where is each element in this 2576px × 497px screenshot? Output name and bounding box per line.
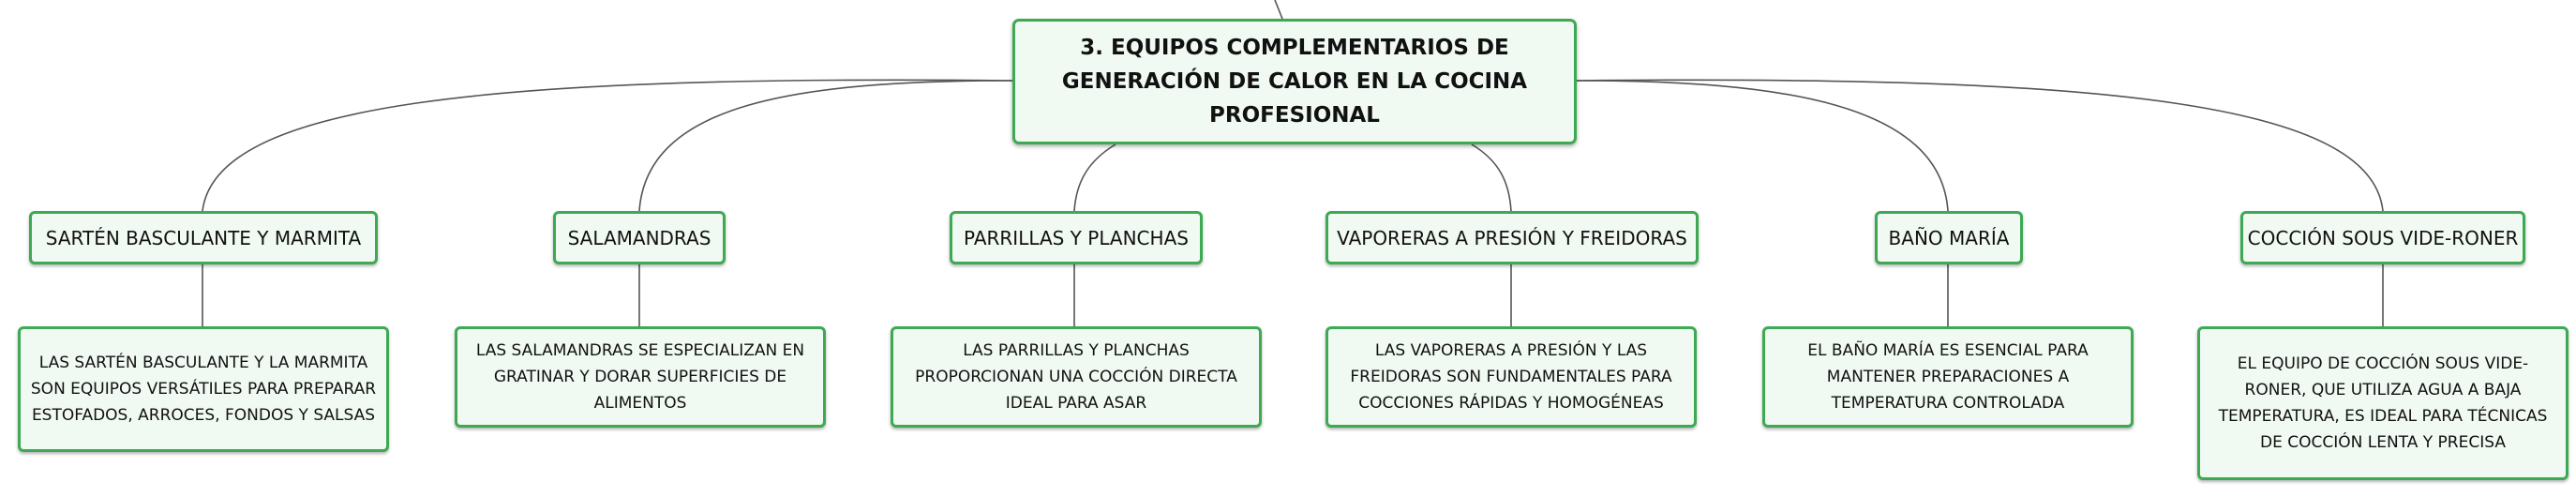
branch-bano-maria[interactable]: BAÑO MARÍA [1875,211,2023,264]
root-topic-label: 3. EQUIPOS COMPLEMENTARIOS DE GENERACIÓN… [1061,36,1528,128]
leaf-text: LAS VAPORERAS A PRESIÓN Y LAS FREIDORAS … [1350,341,1672,413]
leaf-salamandras[interactable]: LAS SALAMANDRAS SE ESPECIALIZAN EN GRATI… [455,326,826,428]
connector-root-branch-1 [202,79,1013,212]
connector-root-branch-5 [1576,80,1949,212]
branch-label: PARRILLAS Y PLANCHAS [964,226,1189,249]
branch-label: BAÑO MARÍA [1888,226,2010,249]
leaf-text: LAS PARRILLAS Y PLANCHAS PROPORCIONAN UN… [915,341,1237,413]
branch-label: SARTÉN BASCULANTE Y MARMITA [45,226,362,249]
leaf-text: LAS SALAMANDRAS SE ESPECIALIZAN EN GRATI… [475,341,805,413]
branch-label: SALAMANDRAS [567,226,711,249]
branch-label: VAPORERAS A PRESIÓN Y FREIDORAS [1337,226,1687,249]
connector-root-branch-4 [1471,143,1512,212]
leaf-bano-maria[interactable]: EL BAÑO MARÍA ES ESENCIAL PARA MANTENER … [1762,326,2134,428]
leaf-text: LAS SARTÉN BASCULANTE Y LA MARMITA SON E… [30,354,377,425]
leaf-parrillas-planchas[interactable]: LAS PARRILLAS Y PLANCHAS PROPORCIONAN UN… [891,326,1262,428]
connector-root-branch-3 [1073,143,1116,212]
connector-root-branch-6 [1576,79,2384,212]
branch-vaporeras-freidoras[interactable]: VAPORERAS A PRESIÓN Y FREIDORAS [1325,211,1699,264]
branch-sarten-basculante-marmita[interactable]: SARTÉN BASCULANTE Y MARMITA [29,211,378,264]
branch-parrillas-planchas[interactable]: PARRILLAS Y PLANCHAS [950,211,1203,264]
leaf-coccion-sous-vide[interactable]: EL EQUIPO DE COCCIÓN SOUS VIDE-RONER, QU… [2197,326,2569,480]
branch-label: COCCIÓN SOUS VIDE-RONER [2247,226,2519,249]
connector-parent [1274,0,1283,20]
leaf-sarten-basculante-marmita[interactable]: LAS SARTÉN BASCULANTE Y LA MARMITA SON E… [18,326,389,452]
root-topic[interactable]: 3. EQUIPOS COMPLEMENTARIOS DE GENERACIÓN… [1012,19,1577,144]
branch-salamandras[interactable]: SALAMANDRAS [553,211,726,264]
branch-coccion-sous-vide[interactable]: COCCIÓN SOUS VIDE-RONER [2240,211,2525,264]
leaf-text: EL EQUIPO DE COCCIÓN SOUS VIDE-RONER, QU… [2218,354,2548,452]
connector-root-branch-2 [638,80,1013,212]
leaf-text: EL BAÑO MARÍA ES ESENCIAL PARA MANTENER … [1807,341,2089,413]
leaf-vaporeras-freidoras[interactable]: LAS VAPORERAS A PRESIÓN Y LAS FREIDORAS … [1325,326,1697,428]
